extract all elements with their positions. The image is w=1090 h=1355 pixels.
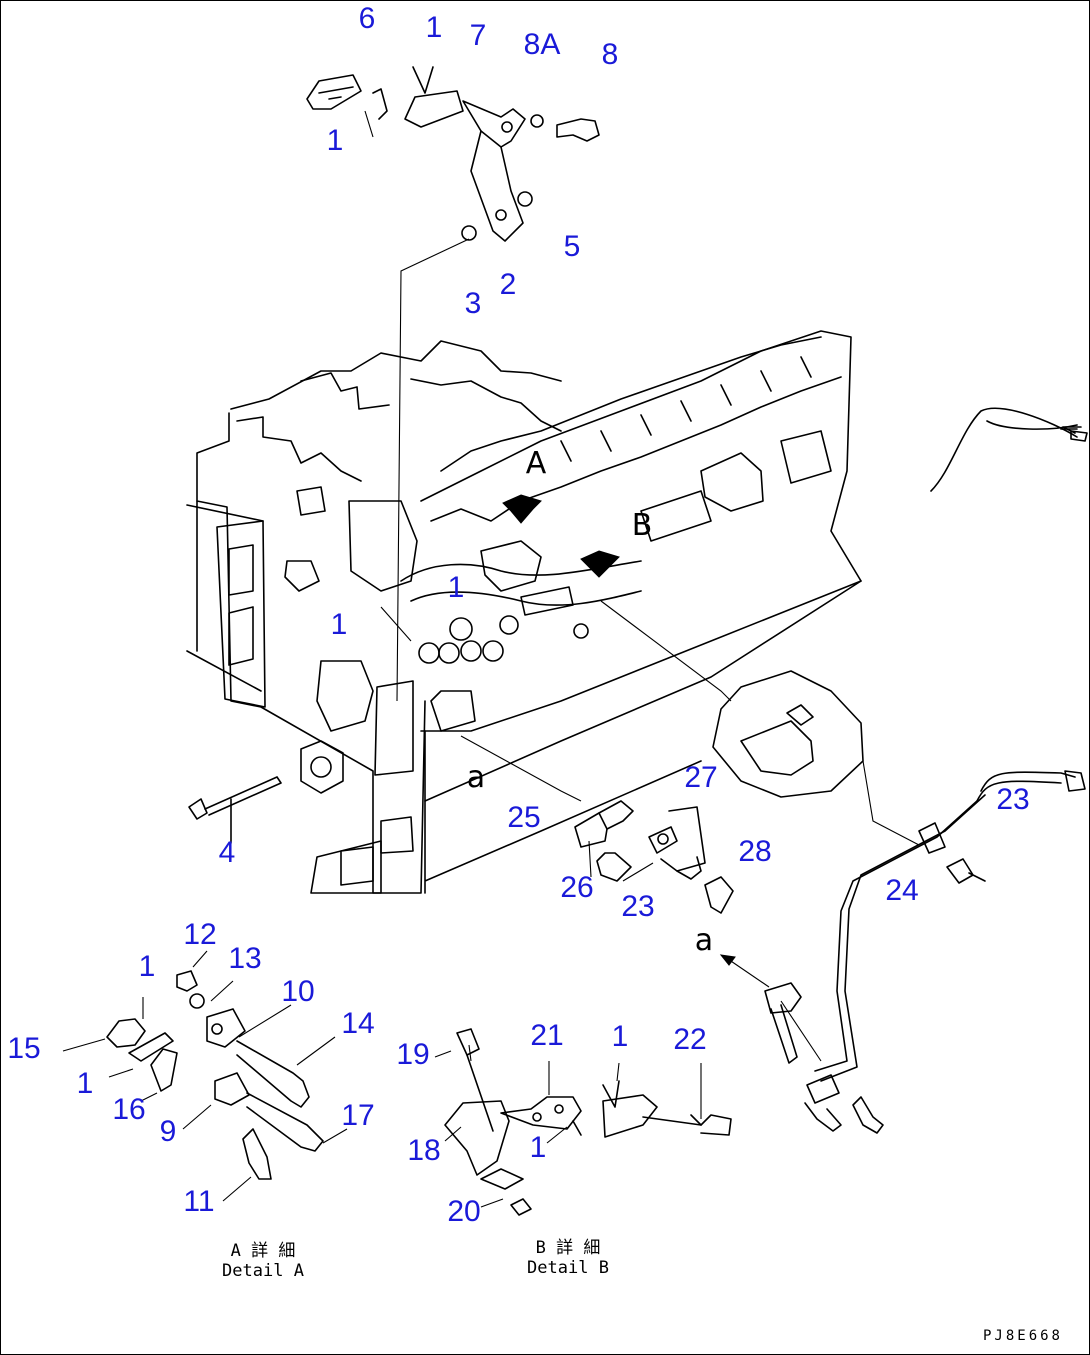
- callout-c27: 27: [684, 761, 718, 794]
- callout-c14: 14: [341, 1007, 375, 1040]
- bolt-4: [188, 776, 282, 844]
- top-bracket-assembly: [306, 66, 600, 702]
- callout-c15: 15: [7, 1032, 41, 1065]
- callout-c1a: 1: [425, 11, 443, 44]
- pipe-23: [719, 407, 1088, 1134]
- callout-c1e: 1: [138, 950, 156, 983]
- callout-c25: 25: [507, 801, 541, 834]
- callout-c28: 28: [738, 835, 772, 868]
- bracket-group-25: [574, 800, 734, 914]
- callout-c1f: 1: [611, 1020, 629, 1053]
- callout-c23b: 23: [621, 890, 655, 923]
- filter-housing: [712, 670, 920, 846]
- detail-b-caption-jp: B 詳 細: [535, 1238, 601, 1258]
- detail-a-caption-en: Detail A: [222, 1261, 304, 1281]
- callout-c4: 4: [218, 836, 236, 869]
- callout-c2: 2: [499, 268, 517, 301]
- view-letter-va1: a: [466, 760, 486, 795]
- callout-c1c: 1: [447, 571, 465, 604]
- callout-c22: 22: [673, 1023, 707, 1056]
- callout-c1g: 1: [76, 1067, 94, 1100]
- drawing-code: PJ8E668: [982, 1328, 1063, 1344]
- callout-c5: 5: [563, 230, 581, 263]
- callout-c11: 11: [183, 1185, 215, 1218]
- callout-c8A: 8A: [523, 28, 561, 61]
- view-letter-va2: a: [694, 923, 714, 958]
- detail-a-drawing: [62, 950, 348, 1202]
- view-letter-vA: A: [525, 446, 547, 481]
- engine-block: [186, 330, 862, 894]
- callout-c9: 9: [159, 1115, 177, 1148]
- callout-c24: 24: [885, 874, 919, 907]
- detail-a-caption: A 詳 細 Detail A: [222, 1241, 304, 1281]
- detail-b-drawing: [434, 1028, 732, 1216]
- callout-c3: 3: [464, 287, 482, 320]
- callout-c26: 26: [560, 871, 594, 904]
- callout-c17: 17: [341, 1099, 375, 1132]
- callout-c1h: 1: [529, 1131, 547, 1164]
- callout-c18: 18: [407, 1134, 441, 1167]
- callout-c6: 6: [358, 2, 376, 35]
- callout-c7: 7: [469, 19, 487, 52]
- detail-a-caption-jp: A 詳 細: [230, 1241, 296, 1261]
- callout-c19: 19: [396, 1038, 430, 1071]
- callout-c20: 20: [447, 1195, 481, 1228]
- callout-c21: 21: [530, 1019, 564, 1052]
- callout-c1d: 1: [330, 608, 348, 641]
- callout-c8: 8: [601, 38, 619, 71]
- callout-c10: 10: [281, 975, 315, 1008]
- detail-b-caption-en: Detail B: [527, 1258, 609, 1278]
- callout-c23a: 23: [996, 783, 1030, 816]
- callout-c16: 16: [112, 1093, 146, 1126]
- callout-c13: 13: [228, 942, 262, 975]
- callout-c12: 12: [183, 918, 217, 951]
- view-letter-vB: B: [631, 508, 653, 543]
- callout-c1b: 1: [326, 124, 344, 157]
- detail-b-caption: B 詳 細 Detail B: [527, 1238, 609, 1278]
